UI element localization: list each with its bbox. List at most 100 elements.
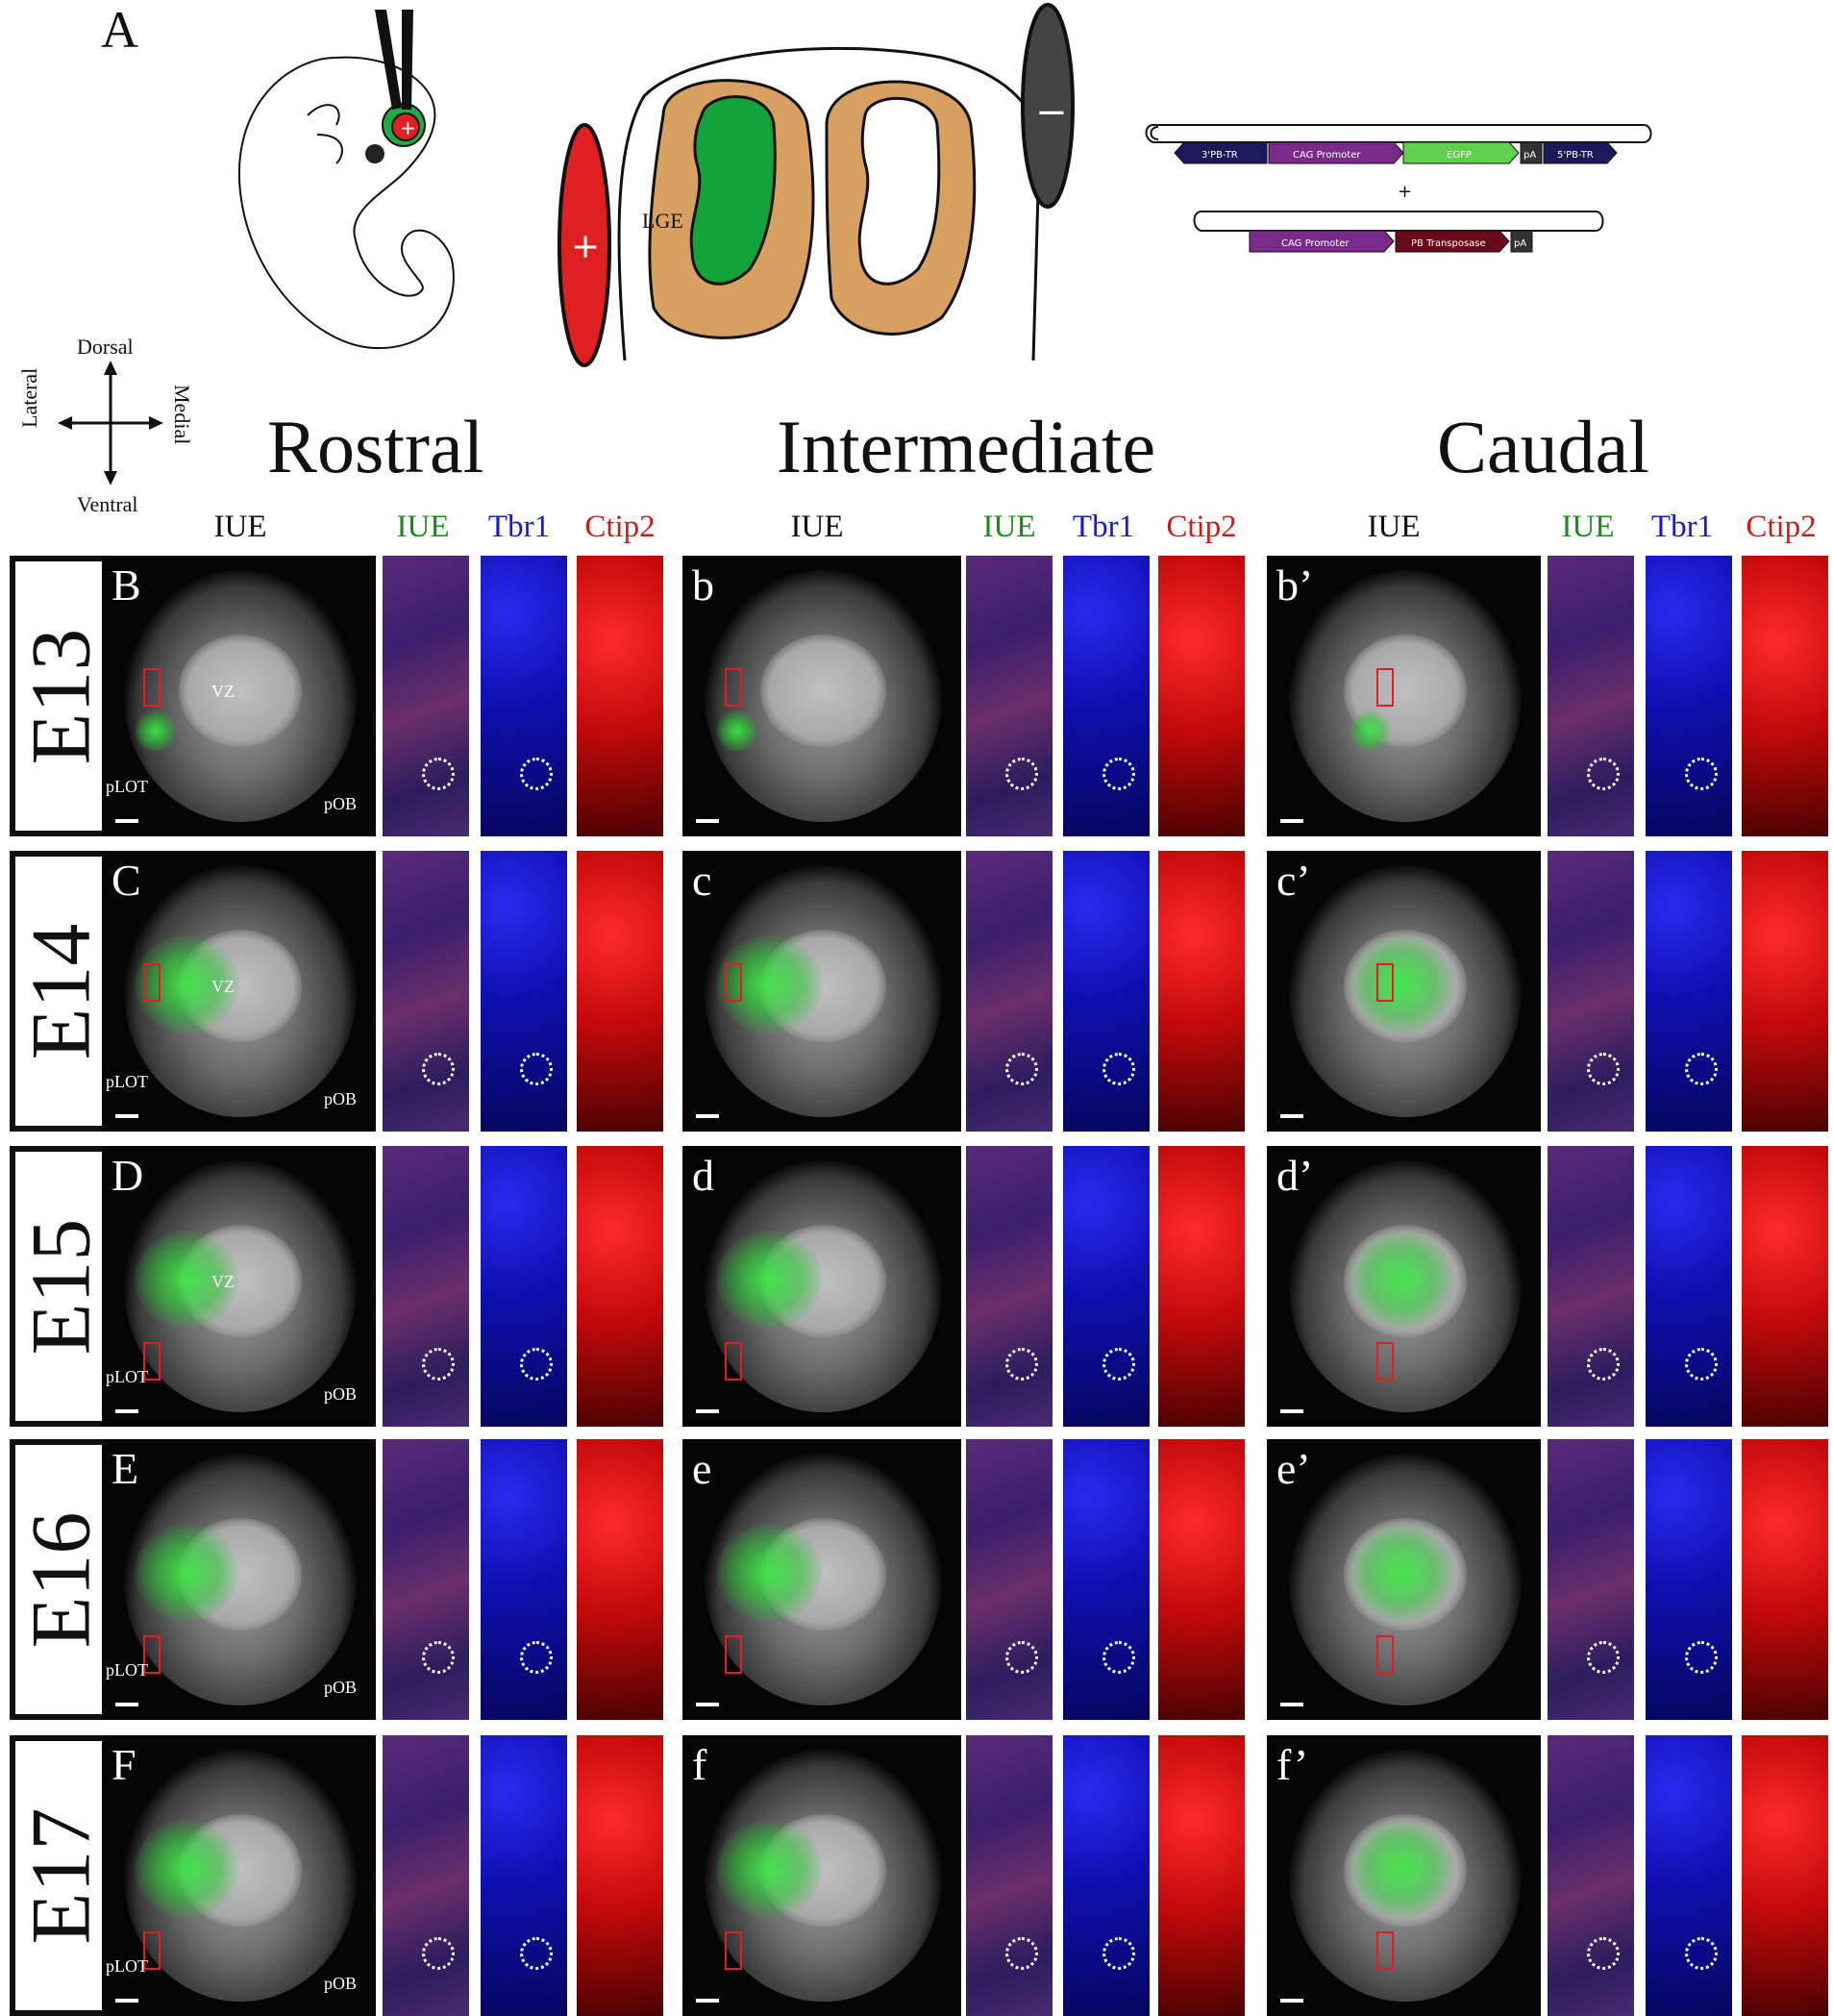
iue-merge-panel-intermediate: [966, 1439, 1053, 1720]
colhdr-iue-overview-rostral: IUE: [213, 510, 267, 544]
compass-dorsal: Dorsal: [77, 335, 134, 359]
ctip2-panel-intermediate: [1158, 1146, 1245, 1427]
panel-letter: f: [692, 1740, 707, 1789]
plot-label: pLOT: [106, 1660, 148, 1680]
iue-labelled-cells: [135, 709, 176, 753]
iue-merge-panel-rostral: [383, 1735, 469, 2016]
scale-bar: [1280, 1409, 1303, 1413]
stage-label: E14: [14, 923, 109, 1059]
iue-labelled-cells: [135, 1230, 239, 1329]
cell-marker-circle: [421, 1348, 455, 1381]
cell-marker-circle: [1586, 1053, 1620, 1086]
inset-box: [724, 1342, 742, 1381]
stage-label: E15: [14, 1218, 109, 1355]
electroporation-schematic: + LGE + − 3'PB-TR CAG Promoter EGFP pA 5…: [237, 3, 1652, 367]
stage-label: E13: [14, 628, 109, 764]
tbr1-panel-intermediate: [1063, 1439, 1150, 1720]
ventricular-zone: [178, 634, 303, 747]
colhdr-ctip2-intermediate: Ctip2: [1166, 510, 1237, 544]
row-label-e13: E13: [10, 556, 113, 836]
ctip2-panel-rostral: [577, 1735, 663, 2016]
colhdr-iue-caudal: IUE: [1561, 510, 1615, 544]
scale-bar: [696, 1114, 719, 1118]
overview-micrograph-intermediate: b: [682, 556, 961, 836]
inset-box: [724, 667, 742, 707]
heading-rostral: Rostral: [267, 405, 484, 488]
iue-labelled-cells: [1349, 1230, 1453, 1329]
scale-bar: [115, 1409, 138, 1413]
svg-text:+: +: [1398, 182, 1412, 202]
cathode-symbol: −: [1035, 90, 1068, 135]
overview-micrograph-caudal: c’: [1267, 851, 1541, 1132]
ctip2-panel-rostral: [577, 556, 663, 836]
compass-arrows-icon: [58, 361, 163, 485]
colhdr-tbr1-rostral: Tbr1: [487, 510, 551, 544]
heading-caudal: Caudal: [1437, 405, 1649, 488]
panel-letter: e: [692, 1444, 712, 1493]
tbr1-panel-caudal: [1646, 851, 1732, 1132]
pob-label: pOB: [323, 1089, 357, 1108]
svg-text:pA: pA: [1523, 150, 1536, 161]
cell-marker-circle: [421, 1053, 455, 1086]
colhdr-iue-intermediate: IUE: [982, 510, 1036, 544]
panel-letter: F: [111, 1740, 136, 1789]
iue-merge-panel-rostral: [383, 1146, 469, 1427]
tbr1-panel-caudal: [1646, 1439, 1732, 1720]
ctip2-panel-caudal: [1742, 851, 1828, 1132]
panel-letter: e’: [1276, 1444, 1311, 1493]
iue-labelled-cells: [1349, 709, 1391, 753]
ctip2-panel-caudal: [1742, 1439, 1828, 1720]
cell-marker-circle: [519, 1937, 553, 1971]
cell-marker-circle: [421, 1641, 455, 1675]
tbr1-panel-intermediate: [1063, 1735, 1150, 2016]
scale-bar: [696, 1999, 719, 2003]
heading-intermediate: Intermediate: [777, 405, 1156, 488]
iue-labelled-cells: [715, 1819, 822, 1918]
panel-letter: B: [111, 560, 141, 610]
tbr1-panel-intermediate: [1063, 1146, 1150, 1427]
iue-labelled-cells: [715, 709, 758, 753]
inset-box: [1376, 1342, 1394, 1381]
scale-bar: [115, 1114, 138, 1118]
iue-labelled-cells: [1349, 934, 1453, 1033]
pob-label: pOB: [323, 794, 357, 813]
scale-bar: [1280, 1703, 1303, 1706]
cell-marker-circle: [1102, 1053, 1135, 1086]
pob-label: pOB: [323, 1384, 357, 1404]
cell-marker-circle: [1586, 1937, 1620, 1971]
iue-merge-panel-caudal: [1548, 851, 1634, 1132]
ctip2-panel-intermediate: [1158, 851, 1245, 1132]
colhdr-iue-overview-caudal: IUE: [1367, 510, 1421, 544]
cell-marker-circle: [1684, 1937, 1718, 1971]
embryo-outline: [237, 56, 455, 350]
row-label-e14: E14: [10, 851, 113, 1132]
colhdr-ctip2-rostral: Ctip2: [584, 510, 656, 544]
colhdr-tbr1-intermediate: Tbr1: [1072, 510, 1135, 544]
cell-marker-circle: [1102, 1641, 1135, 1675]
inset-box: [1376, 1635, 1394, 1675]
overview-micrograph-caudal: f’: [1267, 1735, 1541, 2016]
ctip2-panel-caudal: [1742, 1146, 1828, 1427]
stage-label: E16: [14, 1511, 109, 1648]
cell-marker-circle: [1004, 758, 1038, 791]
ctip2-panel-intermediate: [1158, 1735, 1245, 2016]
inset-box: [142, 1342, 161, 1381]
iue-merge-panel-rostral: [383, 851, 469, 1132]
tbr1-panel-caudal: [1646, 1146, 1732, 1427]
iue-merge-panel-intermediate: [966, 556, 1053, 836]
plot-label: pLOT: [106, 1367, 148, 1386]
tbr1-panel-intermediate: [1063, 556, 1150, 836]
ctip2-panel-rostral: [577, 1439, 663, 1720]
cell-marker-circle: [519, 1053, 553, 1086]
vz-label: VZ: [211, 977, 235, 997]
anode-symbol: +: [571, 227, 600, 266]
cell-marker-circle: [519, 1641, 553, 1675]
iue-labelled-cells: [135, 934, 239, 1033]
overview-micrograph-intermediate: c: [682, 851, 961, 1132]
cell-marker-circle: [1586, 1641, 1620, 1675]
overview-micrograph-caudal: b’: [1267, 556, 1541, 836]
row-label-e17: E17: [10, 1735, 113, 2016]
